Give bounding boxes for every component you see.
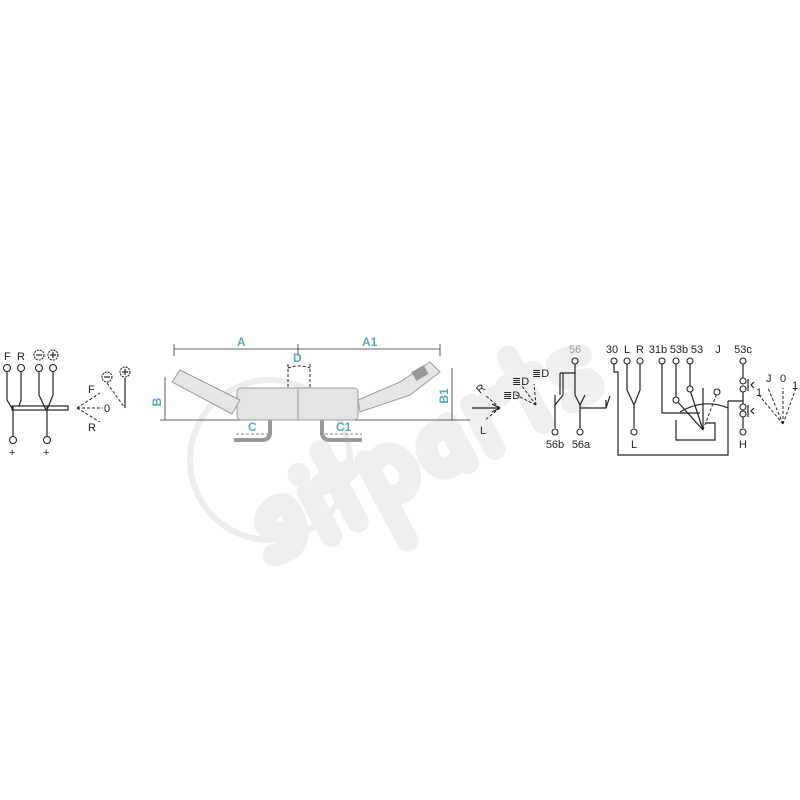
label-56b: 56b	[546, 439, 564, 451]
dimension-a1: A1	[362, 335, 378, 349]
position-1: 1	[792, 380, 798, 392]
svg-text:≣D: ≣D	[503, 390, 520, 402]
direction-l: L	[480, 425, 486, 437]
left-switch-schematic: F R + + F 0 R	[2, 349, 131, 459]
label-56a: 56a	[572, 439, 591, 451]
label-53: 53	[691, 344, 703, 356]
dimension-b1: B1	[437, 388, 451, 404]
plus-circle-icon	[47, 349, 59, 361]
right-switch-schematic: ≣D ≣D ≣D 56 30 L R 31b 53b 53 J 53c	[503, 344, 798, 456]
label-l: L	[624, 344, 630, 356]
position-1-left: 1	[756, 387, 762, 399]
label-31b: 31b	[649, 344, 667, 356]
position-0: 0	[780, 373, 786, 385]
label-j: J	[715, 344, 721, 356]
label-r: R	[17, 351, 25, 363]
label-56: 56	[569, 344, 581, 356]
watermark-logo	[187, 344, 605, 567]
label-53c: 53c	[734, 344, 752, 356]
minus-circle-icon	[101, 371, 113, 383]
label-f: F	[4, 351, 11, 363]
position-j: J	[766, 373, 772, 385]
svg-text:≣D: ≣D	[532, 368, 549, 380]
label-53b: 53b	[670, 344, 688, 356]
dimension-c1: C1	[336, 420, 352, 434]
minus-circle-icon	[33, 349, 45, 361]
svg-text:≣D: ≣D	[512, 376, 529, 388]
plus-circle-icon	[119, 366, 131, 378]
label-r: R	[636, 344, 644, 356]
label-plus-2: +	[43, 447, 49, 459]
position-r: R	[88, 422, 96, 434]
label-plus-1: +	[9, 447, 15, 459]
dimension-c: C	[248, 420, 257, 434]
position-0: 0	[104, 403, 110, 415]
dimension-d: D	[293, 351, 302, 365]
label-30: 30	[606, 344, 618, 356]
dimension-a: A	[237, 335, 246, 349]
light-symbols: ≣D ≣D ≣D	[503, 368, 549, 402]
position-f: F	[88, 384, 95, 396]
dimension-b: B	[150, 397, 164, 406]
label-l-bottom: L	[631, 439, 637, 451]
label-h: H	[739, 439, 747, 451]
switch-dimension-drawing: A A1 B B1 D C C1 R L	[150, 335, 501, 442]
